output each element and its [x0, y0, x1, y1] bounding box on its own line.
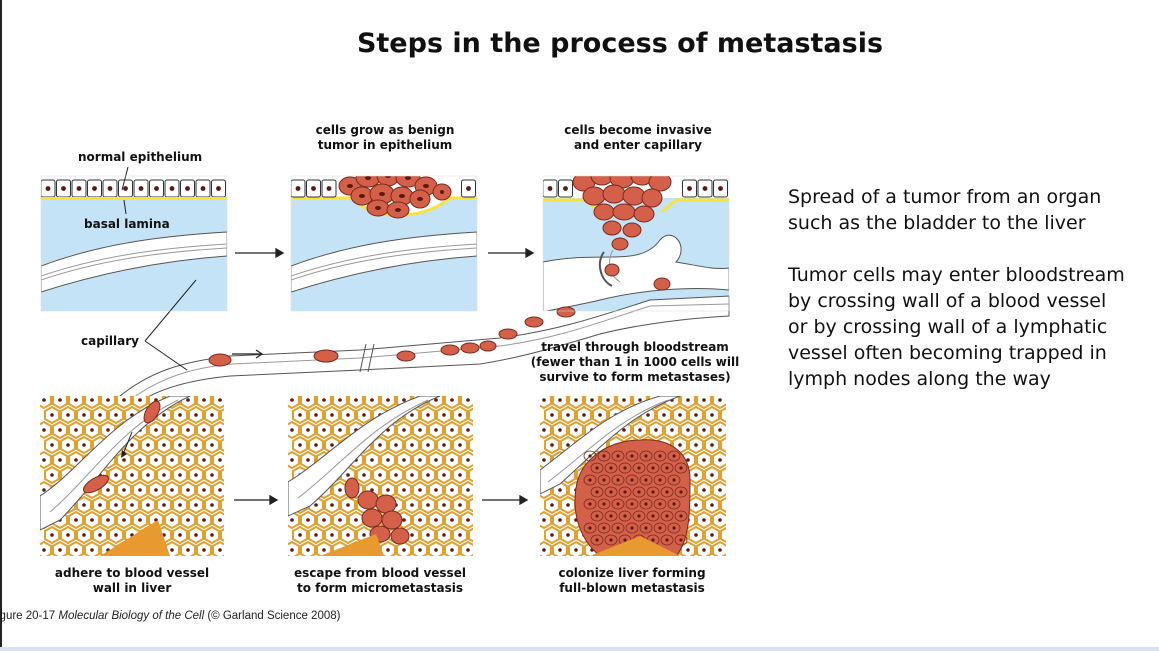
label-travel-line-2: (fewer than 1 in 1000 cells will: [530, 355, 740, 369]
epithelial-cells-row-2: [291, 179, 476, 198]
invasive-tumor-mass: [572, 176, 672, 291]
epithelial-cells-row-3: [543, 179, 728, 198]
label-escape-line-1: escape from blood vessel: [294, 566, 466, 580]
slide-title: Steps in the process of metastasis: [356, 28, 884, 59]
label-basal-lamina: basal lamina: [84, 217, 170, 231]
panel-benign-tumor: [291, 176, 477, 311]
label-benign-tumor-line-1: cells grow as benign: [315, 123, 455, 137]
slide-notes: Spread of a tumor from an organ such as …: [788, 184, 1128, 418]
caption-book-title: Molecular Biology of the Cell: [58, 610, 205, 622]
panel-escape: [288, 396, 473, 556]
panel-normal-epithelium: [41, 176, 227, 311]
metastasis-texture: [583, 450, 688, 546]
figure-caption: igure 20-17 Molecular Biology of the Cel…: [0, 610, 340, 622]
epithelial-cells-row-1: [41, 179, 226, 198]
slide-bottom-bar: [0, 647, 1159, 651]
micrometastasis: [344, 477, 410, 545]
notes-paragraph-1: Spread of a tumor from an organ such as …: [788, 186, 1102, 234]
label-travel-bloodstream: travel through bloodstream (fewer than 1…: [520, 340, 750, 385]
label-escape-line-2: to form micrometastasis: [297, 581, 463, 595]
bloodstream-capillary: [118, 295, 730, 403]
label-colonize-line-1: colonize liver forming: [558, 566, 706, 580]
panel-adhere: [40, 396, 224, 556]
notes-paragraph-2: Tumor cells may enter bloodstream by cro…: [788, 264, 1125, 390]
adhering-cells: [83, 400, 161, 494]
label-invasive: cells become invasive and enter capillar…: [543, 123, 733, 153]
label-travel-line-1: travel through bloodstream: [541, 340, 729, 354]
label-adhere-line-2: wall in liver: [92, 581, 172, 595]
slide-left-border: [0, 0, 2, 651]
label-escape: escape from blood vessel to form microme…: [280, 566, 480, 596]
label-colonize-line-2: full-blown metastasis: [559, 581, 705, 595]
metastasis-diagram: [40, 166, 730, 556]
metastasis-figure: normal epithelium basal lamina capillary…: [0, 123, 750, 622]
label-adhere-line-1: adhere to blood vessel: [54, 566, 210, 580]
step-arrows: [234, 247, 535, 506]
label-benign-tumor: cells grow as benign tumor in epithelium: [290, 123, 480, 153]
label-travel-line-3: survive to form metastases): [539, 370, 731, 384]
label-colonize: colonize liver forming full-blown metast…: [532, 566, 732, 596]
label-invasive-line-2: and enter capillary: [573, 138, 703, 152]
label-capillary: capillary: [81, 334, 139, 348]
label-invasive-line-1: cells become invasive: [564, 123, 712, 137]
caption-figure-number: igure 20-17: [0, 610, 56, 622]
circulating-tumor-cells: [208, 306, 576, 367]
panel-colonize: [540, 396, 726, 556]
panel-invasive: [543, 176, 729, 311]
caption-copyright: (© Garland Science 2008): [207, 610, 341, 622]
label-normal-epithelium: normal epithelium: [78, 150, 203, 164]
label-benign-tumor-line-2: tumor in epithelium: [317, 138, 453, 152]
label-adhere: adhere to blood vessel wall in liver: [32, 566, 232, 596]
